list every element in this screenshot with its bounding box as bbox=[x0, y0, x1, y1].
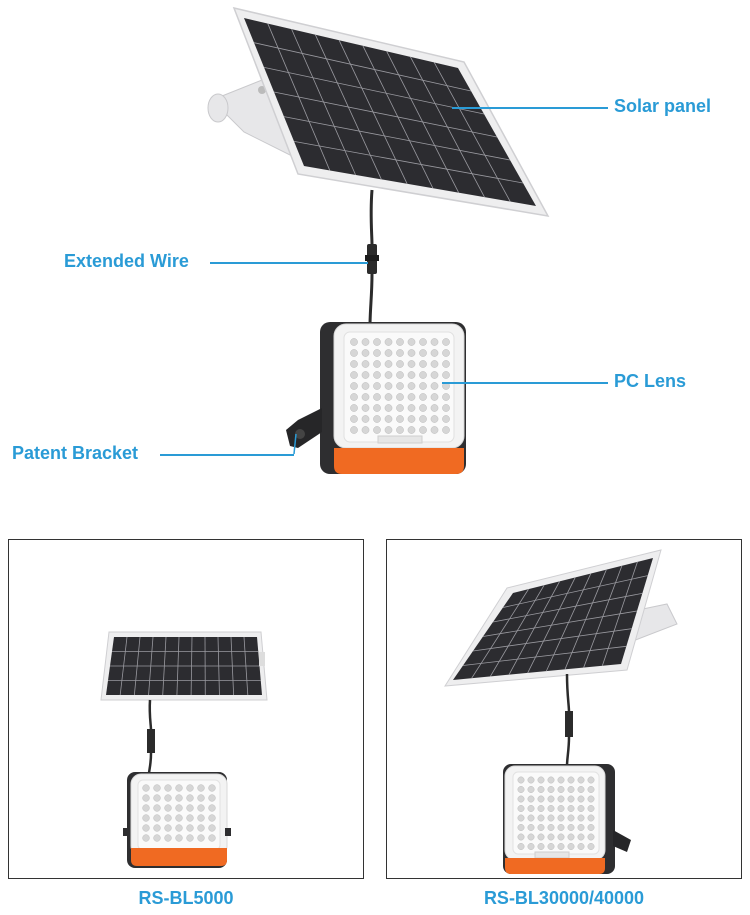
leader-solar-panel bbox=[452, 107, 608, 109]
caption-large-model: RS-BL30000/40000 bbox=[483, 888, 645, 908]
leader-extended-wire bbox=[210, 262, 368, 264]
main-product-illustration bbox=[207, 6, 550, 474]
leader-patent-bracket bbox=[160, 454, 294, 456]
main-floodlight bbox=[286, 322, 466, 474]
main-extended-wire bbox=[365, 189, 379, 327]
product-image-small bbox=[100, 631, 268, 868]
product-image-large bbox=[444, 549, 678, 874]
caption-small-model: RS-BL5000 bbox=[138, 888, 234, 908]
panel-stand bbox=[207, 79, 302, 162]
leader-patent-bracket-tick bbox=[293, 433, 297, 455]
leader-pc-lens bbox=[442, 382, 608, 384]
product-frame-small bbox=[8, 539, 364, 879]
label-extended-wire: Extended Wire bbox=[64, 251, 189, 271]
product-frame-large bbox=[386, 539, 742, 879]
main-solar-panel bbox=[232, 6, 550, 217]
label-patent-bracket: Patent Bracket bbox=[12, 443, 139, 463]
label-pc-lens: PC Lens bbox=[614, 371, 687, 391]
label-solar-panel: Solar panel bbox=[614, 96, 712, 116]
